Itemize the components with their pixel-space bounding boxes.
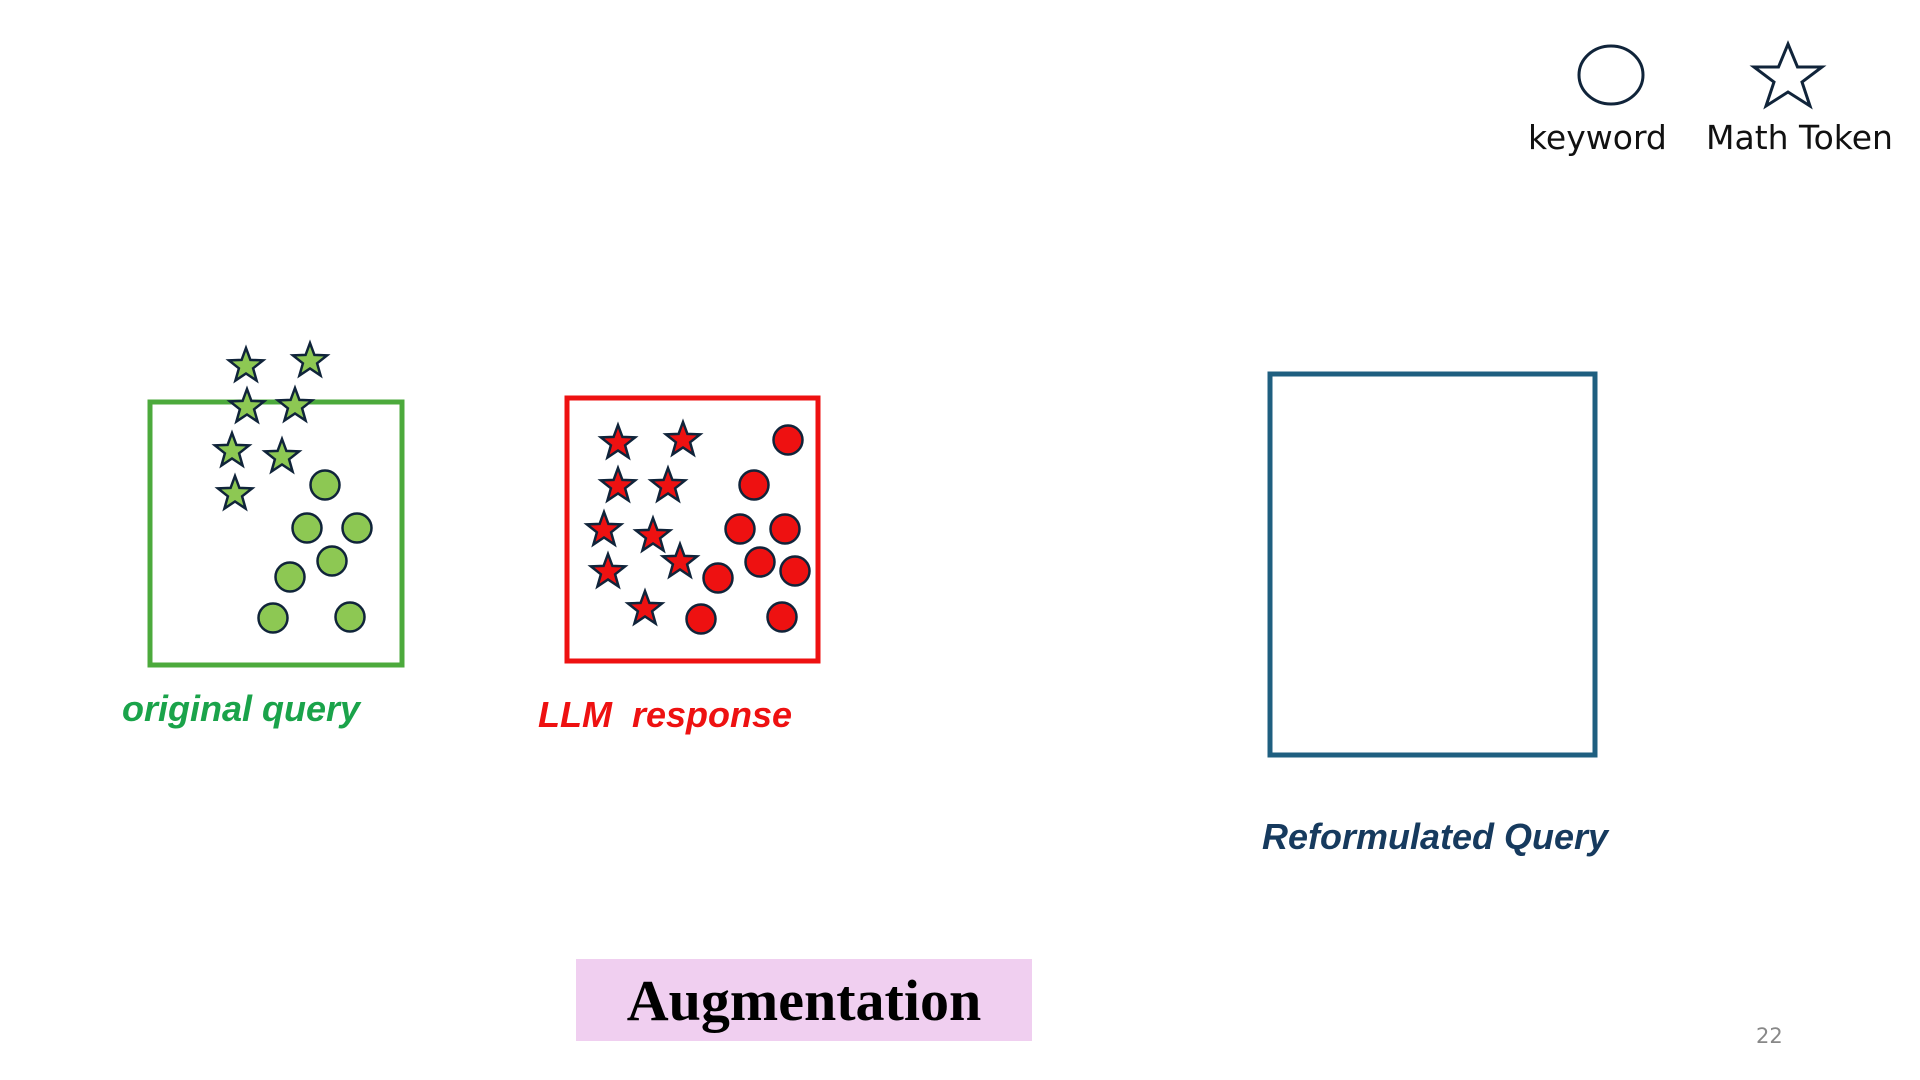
red-star-icon	[662, 418, 704, 458]
reformulated-query-box	[1267, 371, 1598, 758]
red-circle-icon	[702, 562, 734, 594]
green-circle-icon	[291, 512, 323, 544]
red-star-icon	[597, 421, 639, 461]
original-query-caption: original query	[122, 688, 361, 729]
reformulated-query-caption: Reformulated Query	[1262, 816, 1609, 857]
green-star-icon	[226, 385, 268, 425]
red-circle-icon	[685, 603, 717, 635]
red-circle-icon	[744, 546, 776, 578]
green-star-icon	[274, 384, 316, 424]
llm-response-math-tokens	[583, 418, 704, 627]
green-star-icon	[289, 339, 331, 379]
green-star-icon	[225, 344, 267, 384]
augmentation-background	[576, 959, 1032, 1041]
green-circle-icon	[309, 469, 341, 501]
augmentation-box: Augmentation	[576, 959, 1032, 1041]
math-token-legend-star-icon	[1749, 40, 1827, 110]
page-number: 22	[1756, 1024, 1783, 1048]
red-star-icon	[597, 464, 639, 504]
red-circle-icon	[738, 469, 770, 501]
green-star-icon	[211, 429, 253, 469]
green-circle-icon	[316, 545, 348, 577]
green-star-icon	[214, 472, 256, 512]
red-circle-icon	[766, 601, 798, 633]
green-circle-icon	[257, 602, 289, 634]
green-circle-icon	[341, 512, 373, 544]
augmentation-label: Augmentation	[626, 967, 982, 1033]
red-circle-icon	[724, 513, 756, 545]
green-star-icon	[261, 435, 303, 475]
red-star-icon	[587, 550, 629, 590]
red-star-icon	[583, 508, 625, 548]
red-star-icon	[647, 464, 689, 504]
legend-math-token-label: Math Token	[1706, 118, 1893, 157]
red-star-icon	[624, 587, 666, 627]
red-star-icon	[659, 540, 701, 580]
legend-keyword-label: keyword	[1528, 118, 1667, 157]
green-circle-icon	[334, 601, 366, 633]
keyword-legend-circle-icon	[1577, 44, 1645, 106]
llm-response-caption: LLM response	[538, 694, 793, 735]
red-star-icon	[632, 514, 674, 554]
llm-response-keywords	[685, 424, 811, 635]
original-query-box	[147, 399, 405, 668]
llm-response-box	[564, 395, 821, 664]
original-query-math-tokens	[211, 339, 331, 512]
green-circle-icon	[274, 561, 306, 593]
red-circle-icon	[769, 513, 801, 545]
original-query-keywords	[257, 469, 373, 634]
red-circle-icon	[772, 424, 804, 456]
red-circle-icon	[779, 555, 811, 587]
